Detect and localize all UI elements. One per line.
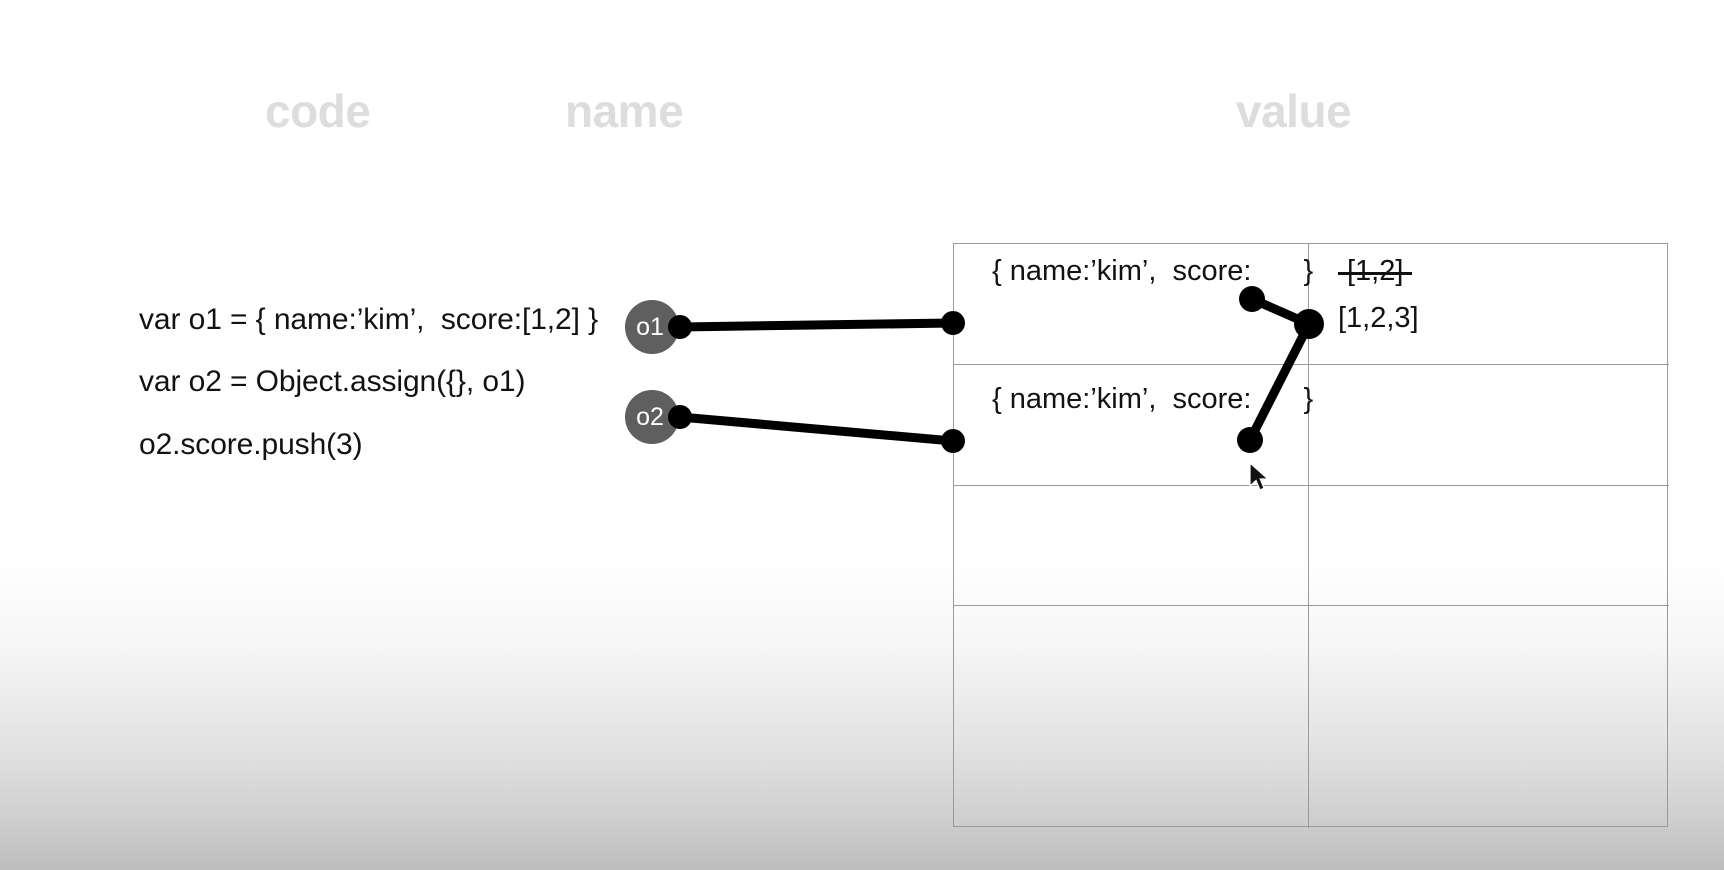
name-node-o1-label: o1	[636, 312, 664, 341]
array-value-new: [1,2,3]	[1338, 302, 1419, 334]
object-literal-row-0-suffix: }	[1303, 255, 1314, 287]
array-value-old-text: [1,2]	[1338, 255, 1413, 288]
name-node-o1[interactable]: o1	[625, 300, 679, 354]
column-header-code: code	[265, 85, 371, 137]
array-value-old: [1,2]	[1338, 255, 1413, 288]
code-line-object-assign: var o2 = Object.assign({}, o1)	[139, 365, 526, 398]
table-row	[954, 606, 1669, 828]
column-header-value: value	[1236, 85, 1352, 137]
edge-o2-to-object1	[679, 412, 954, 446]
edge-o1-to-object0	[679, 318, 954, 332]
name-node-o2[interactable]: o2	[625, 390, 679, 444]
object-literal-row-1-suffix: }	[1303, 383, 1314, 415]
object-literal-row-1: { name:’kim’, score:}	[992, 383, 1313, 416]
mouse-cursor-icon	[1249, 462, 1270, 491]
column-header-name: name	[565, 85, 684, 137]
table-row	[954, 365, 1669, 486]
object-literal-row-0: { name:’kim’, score:}	[992, 255, 1313, 288]
object-literal-row-0-prefix: { name:’kim’, score:	[992, 255, 1252, 287]
name-node-o2-label: o2	[636, 402, 664, 431]
code-line-score-push: o2.score.push(3)	[139, 428, 363, 461]
table-row	[954, 486, 1669, 606]
value-table	[953, 243, 1669, 828]
object-literal-row-1-prefix: { name:’kim’, score:	[992, 383, 1252, 415]
table-column-divider	[1308, 244, 1309, 828]
code-line-var-o1: var o1 = { name:’kim’, score:[1,2] }	[139, 303, 599, 336]
